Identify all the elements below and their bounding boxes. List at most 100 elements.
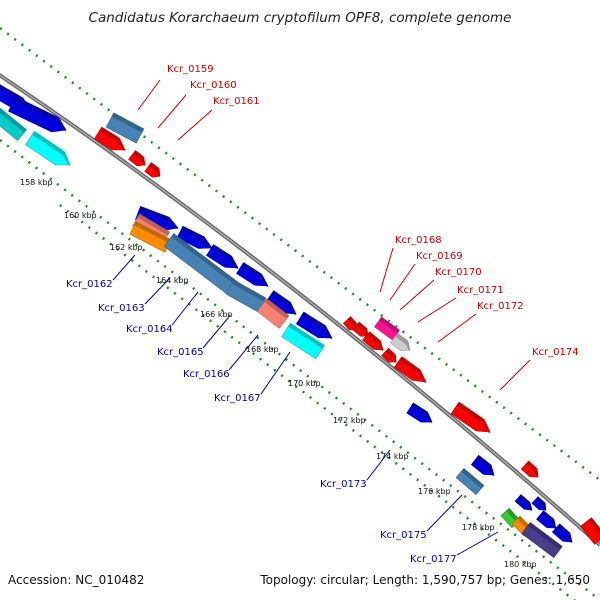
gene-feature xyxy=(236,262,269,288)
scale-label: 174 kbp xyxy=(376,452,409,461)
leader-line xyxy=(417,297,457,323)
scale-label: 178 kbp xyxy=(462,523,495,532)
gene-body xyxy=(406,402,433,423)
gene-label-forward: Kcr_0169 xyxy=(416,251,463,262)
leader-line xyxy=(228,334,259,371)
leader-line xyxy=(366,449,391,481)
label-leaders xyxy=(112,79,531,556)
gene-shade xyxy=(171,233,240,287)
gene-feature xyxy=(389,332,411,352)
leader-line xyxy=(426,494,463,532)
scale-label: 168 kbp xyxy=(246,345,279,354)
gene-shade xyxy=(461,468,484,489)
gene-feature xyxy=(520,460,539,479)
scale-label: 160 kbp xyxy=(64,211,97,220)
leader-line xyxy=(144,277,171,305)
gene-shade xyxy=(288,323,325,349)
leader-line xyxy=(389,263,416,301)
gene-label-forward: Kcr_0160 xyxy=(190,80,237,91)
leader-line xyxy=(157,94,187,129)
tick-rows xyxy=(0,27,600,600)
gene-shade xyxy=(526,461,538,479)
gene-shade xyxy=(264,298,289,319)
gene-shade xyxy=(271,290,296,316)
leader-line xyxy=(202,317,229,349)
gene-label-reverse: Kcr_0173 xyxy=(320,479,367,490)
gene-shade xyxy=(137,214,170,236)
gene-feature xyxy=(105,112,145,144)
scale-label: 180 kbp xyxy=(504,560,537,569)
leader-line xyxy=(177,109,213,141)
gene-shade xyxy=(211,244,238,270)
gene-feature xyxy=(450,401,491,434)
accession-text: Accession: NC_010482 xyxy=(8,573,145,587)
gene-shade xyxy=(148,162,160,178)
gene-label-reverse: Kcr_0164 xyxy=(126,324,173,335)
gene-feature xyxy=(176,225,213,250)
gene-feature xyxy=(521,521,563,559)
gene-feature xyxy=(256,298,290,329)
gene-shade xyxy=(99,127,125,152)
gene-label-reverse: Kcr_0162 xyxy=(66,279,113,290)
leader-line xyxy=(171,291,199,326)
gene-feature xyxy=(551,523,573,544)
gene-feature xyxy=(295,311,333,340)
leader-line xyxy=(137,79,161,111)
gene-label-reverse: Kcr_0166 xyxy=(183,369,230,380)
gene-label-forward: Kcr_0172 xyxy=(477,301,524,312)
gene-label-forward: Kcr_0161 xyxy=(213,96,260,107)
gene-body xyxy=(25,130,71,166)
scale-label: 176 kbp xyxy=(418,487,451,496)
gene-feature xyxy=(0,107,27,141)
gene-feature xyxy=(128,150,146,167)
gene-shade xyxy=(132,150,145,167)
gene-feature xyxy=(225,279,267,313)
gene-label-forward: Kcr_0174 xyxy=(532,347,579,358)
leader-line xyxy=(379,247,394,293)
gene-feature xyxy=(362,331,384,352)
leader-line xyxy=(399,279,435,311)
gene-shade xyxy=(111,112,144,133)
gene-label-reverse: Kcr_0163 xyxy=(98,303,145,314)
gene-feature xyxy=(393,356,427,384)
gene-label-forward: Kcr_0171 xyxy=(457,285,504,296)
genome-backbone xyxy=(0,72,600,547)
gene-shade xyxy=(456,402,490,434)
gene-shade xyxy=(241,262,268,288)
gene-shade xyxy=(540,510,556,530)
gene-shade xyxy=(134,221,172,244)
gene-feature xyxy=(514,494,533,512)
gene-feature xyxy=(381,347,397,364)
gene-label-reverse: Kcr_0175 xyxy=(380,530,427,541)
gene-shade xyxy=(139,206,178,230)
gene-feature xyxy=(536,510,557,530)
gene-label-reverse: Kcr_0165 xyxy=(157,347,204,358)
gene-shade xyxy=(379,317,400,334)
gene-body xyxy=(206,244,239,269)
scale-label: 170 kbp xyxy=(288,379,321,388)
gene-shade xyxy=(0,84,30,112)
leader-line xyxy=(260,351,291,395)
backbone-highlight xyxy=(0,74,600,546)
gene-shade xyxy=(232,280,266,302)
leader-line xyxy=(112,254,136,281)
gene-shade xyxy=(518,494,532,512)
tick-row xyxy=(59,204,577,600)
gene-shade xyxy=(411,402,432,424)
leader-line xyxy=(437,313,477,343)
gene-label-reverse: Kcr_0167 xyxy=(214,393,261,404)
gene-shade xyxy=(181,226,212,250)
gene-label-reverse: Kcr_0177 xyxy=(410,554,457,565)
tick-row xyxy=(0,139,600,600)
gene-feature xyxy=(406,402,433,424)
scale-label: 166 kbp xyxy=(200,310,233,319)
gene-shade xyxy=(527,522,563,550)
map-title: Candidatus Korarchaeum cryptofilum OPF8,… xyxy=(89,10,512,26)
gene-feature xyxy=(580,517,600,545)
gene-shade xyxy=(356,322,368,338)
gene-body xyxy=(450,401,491,433)
gene-shade xyxy=(535,496,546,512)
gene-feature xyxy=(8,96,67,133)
gene-feature xyxy=(144,162,161,178)
gene-shade xyxy=(385,348,396,364)
